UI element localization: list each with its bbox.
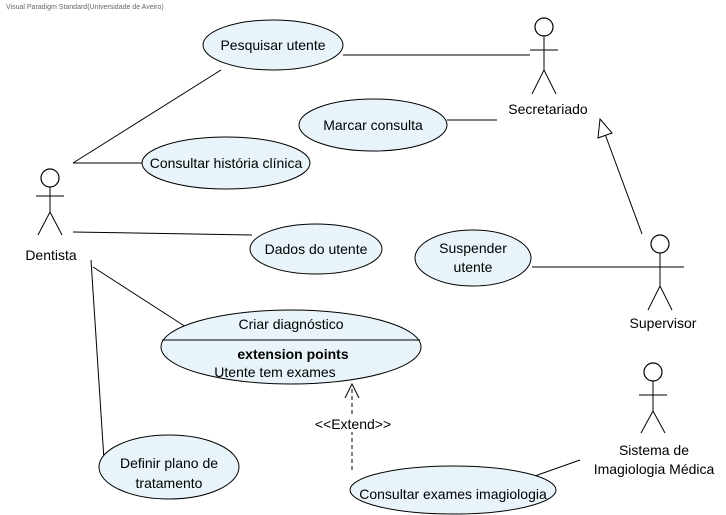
use-case-label: Dados do utente — [265, 241, 368, 257]
assoc-dentista-pesquisar — [72, 69, 222, 164]
actor-dentista[interactable]: Dentista — [25, 168, 77, 263]
extension-point-item: Utente tem exames — [214, 364, 335, 380]
use-case-label: Criar diagnóstico — [238, 316, 343, 332]
actor-supervisor[interactable]: Supervisor — [630, 234, 697, 331]
stick-figure-icon — [36, 168, 64, 236]
actor-label-line2: Imagiologia Médica — [594, 461, 715, 477]
use-case-label-line2: utente — [454, 259, 493, 275]
generalization-arrowhead — [597, 117, 613, 139]
assoc-dentista-dados — [72, 231, 253, 236]
actor-label: Secretariado — [508, 101, 588, 117]
use-case-definir-plano[interactable]: Definir plano de tratamento — [98, 434, 240, 500]
extend-label: <<Extend>> — [315, 416, 391, 432]
use-case-label-line1: Suspender — [439, 240, 507, 256]
use-case-suspender-utente[interactable]: Suspender utente — [414, 229, 532, 287]
generalization-line — [604, 133, 643, 235]
use-case-consultar-exames[interactable]: Consultar exames imagiologia — [349, 465, 557, 515]
actor-sistema-imagiologia[interactable]: Sistema de Imagiologia Médica — [594, 362, 715, 477]
use-case-label: Pesquisar utente — [220, 37, 325, 53]
use-case-label-line2: tratamento — [136, 475, 203, 491]
actor-label: Dentista — [25, 247, 77, 263]
stick-figure-icon — [646, 234, 684, 311]
assoc-dentista-definir — [90, 259, 105, 461]
use-case-label: Marcar consulta — [323, 117, 423, 133]
extend-label-bg — [312, 416, 394, 432]
use-case-marcar-consulta[interactable]: Marcar consulta — [298, 98, 448, 152]
watermark: Visual Paradigm Standard(Universidade de… — [6, 4, 164, 11]
use-case-dados-utente[interactable]: Dados do utente — [249, 223, 383, 275]
stick-figure-icon — [530, 17, 558, 95]
actor-label-line1: Sistema de — [619, 442, 689, 458]
use-case-label: Consultar exames imagiologia — [359, 486, 547, 502]
use-case-label-line1: Definir plano de — [120, 455, 218, 471]
actor-secretariado[interactable]: Secretariado — [508, 17, 588, 117]
use-case-pesquisar-utente[interactable]: Pesquisar utente — [202, 19, 344, 71]
actor-label: Supervisor — [630, 315, 697, 331]
use-case-consultar-historia[interactable]: Consultar história clínica — [141, 136, 311, 190]
assoc-imagiologia-exames — [531, 459, 581, 478]
stick-figure-icon — [639, 362, 667, 434]
extension-points-title: extension points — [237, 346, 348, 362]
use-case-criar-diagnostico[interactable]: Criar diagnóstico extension points Utent… — [160, 309, 422, 385]
extend-arrowhead — [344, 382, 360, 399]
use-case-label: Consultar história clínica — [150, 155, 303, 171]
assoc-dentista-criar — [92, 266, 187, 328]
